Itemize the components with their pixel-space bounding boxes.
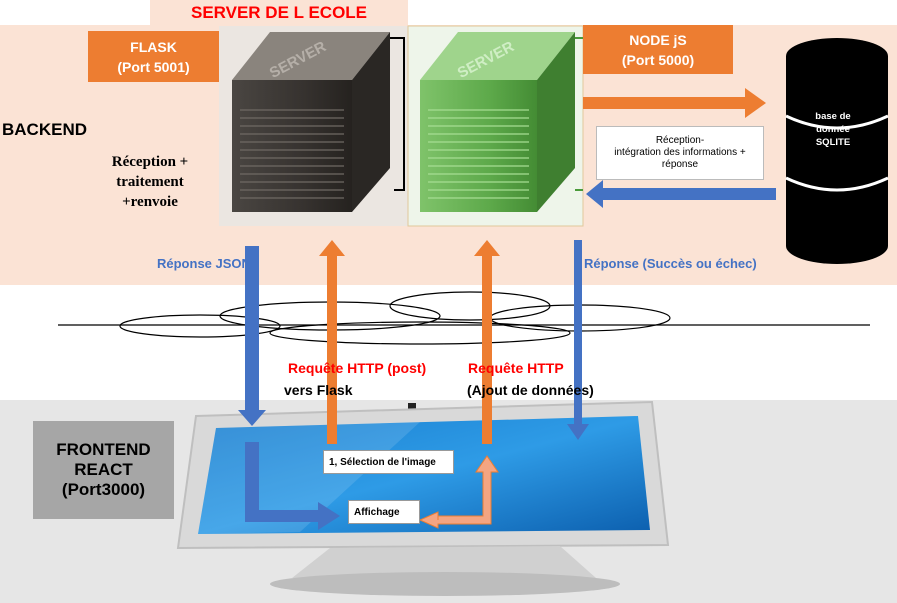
- frontend-line-1: FRONTEND: [56, 440, 151, 459]
- request-node-label: Requête HTTP: [468, 360, 564, 376]
- flask-label: FLASK: [130, 38, 177, 55]
- database-line-3: SQLITE: [815, 137, 851, 148]
- reception-box: Réception- intégration des informations …: [596, 126, 764, 180]
- reception-line-3: réponse: [661, 159, 699, 170]
- flow-arrows: [238, 88, 776, 530]
- database-label: base de donnée SQLITE: [804, 110, 862, 149]
- process-line-3: +renvoie: [122, 194, 178, 210]
- reception-line-2: intégration des informations +: [614, 147, 746, 158]
- database-icon: [785, 38, 889, 264]
- flask-port: (Port 5001): [117, 58, 190, 75]
- frontend-line-2: REACT: [74, 460, 133, 479]
- reception-line-1: Réception-: [655, 135, 705, 146]
- response-status-label: Réponse (Succès ou échec): [584, 256, 757, 271]
- server-title-strip: [150, 0, 408, 26]
- image-selection-box: 1, Sélection de l'image: [323, 450, 454, 474]
- flask-box: FLASK (Port 5001): [88, 31, 219, 82]
- node-server-image: SERVER: [407, 25, 584, 227]
- display-box: Affichage: [348, 500, 420, 524]
- request-flask-label: Requête HTTP (post): [288, 360, 427, 376]
- process-line-1: Réception +: [111, 154, 189, 170]
- flask-process-text: Réception + traitement +renvoie: [95, 152, 205, 212]
- flask-server-image: SERVER: [219, 26, 410, 226]
- frontend-box: FRONTEND REACT (Port3000): [33, 421, 174, 519]
- frontend-line-3: (Port3000): [61, 480, 146, 499]
- server-title: SERVER DE L ECOLE: [190, 3, 368, 22]
- request-node-target: (Ajout de données): [467, 382, 594, 398]
- backend-label: BACKEND: [2, 120, 87, 139]
- process-line-2: traitement: [116, 174, 184, 190]
- node-port: (Port 5000): [621, 51, 695, 68]
- database-line-1: base de: [815, 111, 851, 122]
- request-flask-target: vers Flask: [284, 382, 353, 398]
- node-label: NODE jS: [629, 31, 687, 48]
- node-box: NODE jS (Port 5000): [583, 25, 733, 74]
- database-line-2: donnée: [816, 124, 850, 135]
- network-cloud: [58, 291, 870, 345]
- response-json-label: Réponse JSON: [157, 256, 251, 271]
